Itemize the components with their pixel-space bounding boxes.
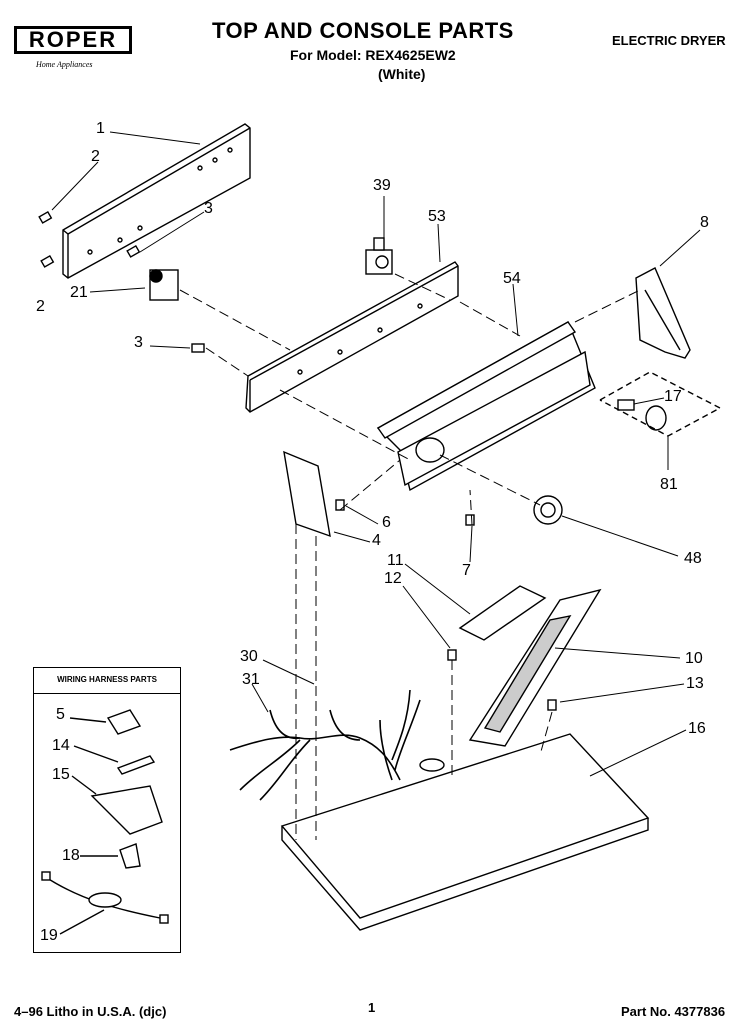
callout-15: 15 bbox=[52, 766, 70, 783]
callout-81: 81 bbox=[660, 476, 678, 493]
litho-note: 4–96 Litho in U.S.A. (djc) bbox=[14, 1004, 167, 1019]
callout-30: 30 bbox=[240, 648, 258, 665]
assembly-lines bbox=[179, 273, 641, 840]
callout-21: 21 bbox=[70, 284, 88, 301]
control-panel-bracket bbox=[62, 123, 251, 279]
screw-icon bbox=[447, 649, 457, 661]
callout-2: 2 bbox=[91, 148, 100, 165]
callout-4: 4 bbox=[372, 532, 381, 549]
model-line: For Model: REX4625EW2 bbox=[290, 47, 456, 63]
callout-1: 1 bbox=[96, 120, 105, 137]
dryer-top bbox=[280, 733, 650, 931]
callout-53: 53 bbox=[428, 208, 446, 225]
brand-subtitle: Home Appliances bbox=[36, 60, 93, 69]
callout-7: 7 bbox=[462, 562, 471, 579]
knob-icon bbox=[533, 495, 563, 525]
lint-screen bbox=[458, 585, 547, 641]
page-title: TOP AND CONSOLE PARTS bbox=[212, 18, 514, 43]
brand-logo-text: ROPER bbox=[28, 27, 118, 52]
console-panel bbox=[245, 261, 459, 413]
callout-39: 39 bbox=[373, 177, 391, 194]
callout-54: 54 bbox=[503, 270, 521, 287]
callout-6: 6 bbox=[382, 514, 391, 531]
callout-5: 5 bbox=[56, 706, 65, 723]
console-housing bbox=[376, 321, 596, 492]
callout-31: 31 bbox=[242, 671, 260, 688]
screw-icon bbox=[40, 254, 55, 268]
switch-icon bbox=[365, 237, 393, 275]
wiring-harness bbox=[229, 689, 421, 801]
callout-11: 11 bbox=[387, 552, 404, 569]
callout-10: 10 bbox=[685, 650, 703, 667]
screw-icon bbox=[191, 343, 205, 353]
screw-icon bbox=[465, 514, 475, 526]
push-button-icon bbox=[599, 371, 722, 437]
callout-17: 17 bbox=[664, 388, 682, 405]
inset-title: WIRING HARNESS PARTS bbox=[33, 668, 181, 694]
callout-19: 19 bbox=[40, 927, 58, 944]
leader-lines bbox=[51, 131, 701, 777]
callout-8: 8 bbox=[700, 214, 709, 231]
screw-icon bbox=[38, 210, 53, 224]
brand-logo: ROPER bbox=[14, 26, 132, 54]
callout-2: 2 bbox=[36, 298, 45, 315]
page-number: 1 bbox=[368, 1000, 376, 1015]
callout-14: 14 bbox=[52, 737, 70, 754]
product-type: ELECTRIC DRYER bbox=[612, 33, 726, 48]
timer-icon bbox=[149, 269, 179, 301]
side-bracket bbox=[283, 450, 331, 538]
screw-icon bbox=[126, 244, 141, 258]
callout-3: 3 bbox=[134, 334, 143, 351]
color-line: (White) bbox=[378, 66, 426, 82]
callout-12: 12 bbox=[384, 570, 402, 587]
screw-icon bbox=[547, 699, 557, 711]
screw-icon bbox=[335, 499, 345, 511]
part-number: Part No. 4377836 bbox=[621, 1004, 726, 1019]
wiring-harness-inset bbox=[33, 667, 181, 953]
end-cap bbox=[635, 267, 691, 359]
top-vent bbox=[468, 588, 602, 747]
callout-48: 48 bbox=[684, 550, 702, 567]
callout-16: 16 bbox=[688, 720, 706, 737]
callout-3: 3 bbox=[204, 200, 213, 217]
callout-18: 18 bbox=[62, 847, 80, 864]
callout-13: 13 bbox=[686, 675, 704, 692]
inset-parts bbox=[41, 709, 169, 935]
